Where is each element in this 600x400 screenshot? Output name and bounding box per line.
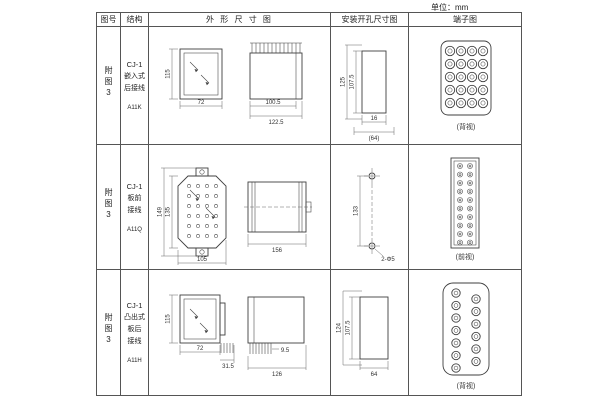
dim-label: 105 xyxy=(196,257,207,263)
mounting-cell: 107.5 124 64 xyxy=(330,269,409,396)
terminal-diagram: (背视) xyxy=(440,40,491,131)
terminal-diagram: (前视) xyxy=(450,157,479,261)
dim-label: (64) xyxy=(368,136,379,142)
col-header-figure: 图号 xyxy=(96,12,121,27)
view-label: (背视) xyxy=(456,381,475,390)
dim-label: 115 xyxy=(165,313,171,323)
dimensions: 115 72 31.5 xyxy=(165,294,234,370)
table-row: 附图3 CJ-1 凸出式 板后 接线 A11H xyxy=(96,269,522,396)
type-code: A11K xyxy=(127,105,142,111)
type-code: A11H xyxy=(127,358,142,364)
figure-number-cell: 附图3 xyxy=(96,269,121,396)
dim-label: 133 xyxy=(353,205,359,216)
dim-label: 64 xyxy=(370,372,377,378)
dim-label: 124 xyxy=(336,322,342,333)
dim-label: 107.5 xyxy=(349,74,355,90)
structure-line: 嵌入式 xyxy=(124,73,145,80)
structure-cell: CJ-1 板前 接线 A11Q xyxy=(120,144,149,270)
dimensions: 100.5 122.5 xyxy=(249,100,302,126)
structure-cell: CJ-1 嵌入式 后接线 A11K xyxy=(120,26,149,145)
mounting-drawing: 133 2-Φ5 xyxy=(353,167,395,263)
hole-note: 2-Φ5 xyxy=(381,257,395,263)
table-row: 附图3 CJ-1 嵌入式 后接线 A11K xyxy=(96,26,522,145)
dim-label: 31.5 xyxy=(222,364,234,370)
model-label: CJ-1 xyxy=(126,181,143,191)
structure-cell: CJ-1 凸出式 板后 接线 A11H xyxy=(120,269,149,396)
terminal-cell: (背视) xyxy=(408,269,522,396)
dim-label: 135 xyxy=(165,206,171,217)
dim-label: 122.5 xyxy=(268,120,284,126)
outline-cell: 115 72 31.5 9.5 xyxy=(148,269,331,396)
socket-front-view xyxy=(177,167,226,256)
table-row: 附图3 CJ-1 板前 接线 A11Q xyxy=(96,144,522,270)
mounting-drawing: 107.5 125 16 (64) xyxy=(340,44,394,142)
dimensions: 156 xyxy=(247,233,306,254)
spec-table: 图号 结构 外 形 尺 寸 图 安装开孔尺寸图 端子图 附图3 CJ-1 嵌入式… xyxy=(96,12,522,396)
col-header-terminal: 端子图 xyxy=(408,12,522,27)
outline-drawing: 115 72 100.5 xyxy=(165,42,302,126)
view-label: (背视) xyxy=(456,122,475,131)
dim-label: 16 xyxy=(370,116,377,122)
mounting-cell: 107.5 125 16 (64) xyxy=(330,26,409,145)
terminal-cell: (背视) xyxy=(408,26,522,145)
structure-line: 凸出式 xyxy=(124,314,145,321)
col-header-mounting: 安装开孔尺寸图 xyxy=(330,12,409,27)
figure-number: 附图3 xyxy=(104,66,113,100)
outline-drawing: 149 135 105 xyxy=(157,167,312,265)
dim-label: 100.5 xyxy=(265,100,281,106)
dimensions: 9.5 126 xyxy=(247,344,306,378)
model-label: CJ-1 xyxy=(126,301,143,310)
col-header-outline: 外 形 尺 寸 图 xyxy=(148,12,331,27)
dimensions: 115 72 xyxy=(165,48,222,109)
dim-label: 107.5 xyxy=(345,319,351,335)
outline-cell: 149 135 105 xyxy=(148,144,331,270)
dim-label: 72 xyxy=(197,100,204,106)
dim-label: 126 xyxy=(271,372,282,378)
dim-label: 9.5 xyxy=(280,348,289,354)
figure-number-cell: 附图3 xyxy=(96,26,121,145)
figure-number: 附图3 xyxy=(104,313,113,347)
structure-line: 接线 xyxy=(127,338,142,345)
side-view xyxy=(247,296,304,354)
terminal-cell: (前视) xyxy=(408,144,522,270)
model-label: CJ-1 xyxy=(126,60,143,69)
dimensions: 149 135 105 xyxy=(157,167,226,265)
figure-number-cell: 附图3 xyxy=(96,144,121,270)
front-view xyxy=(179,294,233,353)
dim-label: 125 xyxy=(340,76,346,87)
structure-line: 接线 xyxy=(127,206,142,214)
terminal-diagram: (背视) xyxy=(442,282,489,390)
col-header-structure: 结构 xyxy=(120,12,149,27)
dim-label: 72 xyxy=(196,346,203,352)
structure-line: 板后 xyxy=(127,326,142,333)
dim-label: 156 xyxy=(271,248,282,254)
outline-drawing: 115 72 31.5 9.5 xyxy=(165,294,306,378)
outline-cell: 115 72 100.5 xyxy=(148,26,331,145)
front-view xyxy=(179,48,222,100)
type-code: A11Q xyxy=(127,226,142,233)
side-view xyxy=(249,42,302,100)
unit-label: 单位：mm xyxy=(431,3,469,12)
mounting-cell: 133 2-Φ5 xyxy=(330,144,409,270)
dim-label: 115 xyxy=(165,69,171,79)
figure-number: 附图3 xyxy=(104,187,113,222)
dim-label: 149 xyxy=(157,206,163,217)
cylinder-side-view xyxy=(243,181,312,232)
structure-line: 后接线 xyxy=(124,85,145,92)
header-row: 图号 结构 外 形 尺 寸 图 安装开孔尺寸图 端子图 xyxy=(96,12,522,27)
structure-line: 板前 xyxy=(127,194,142,202)
view-label: (前视) xyxy=(455,252,474,261)
mounting-drawing: 107.5 124 64 xyxy=(336,290,388,378)
